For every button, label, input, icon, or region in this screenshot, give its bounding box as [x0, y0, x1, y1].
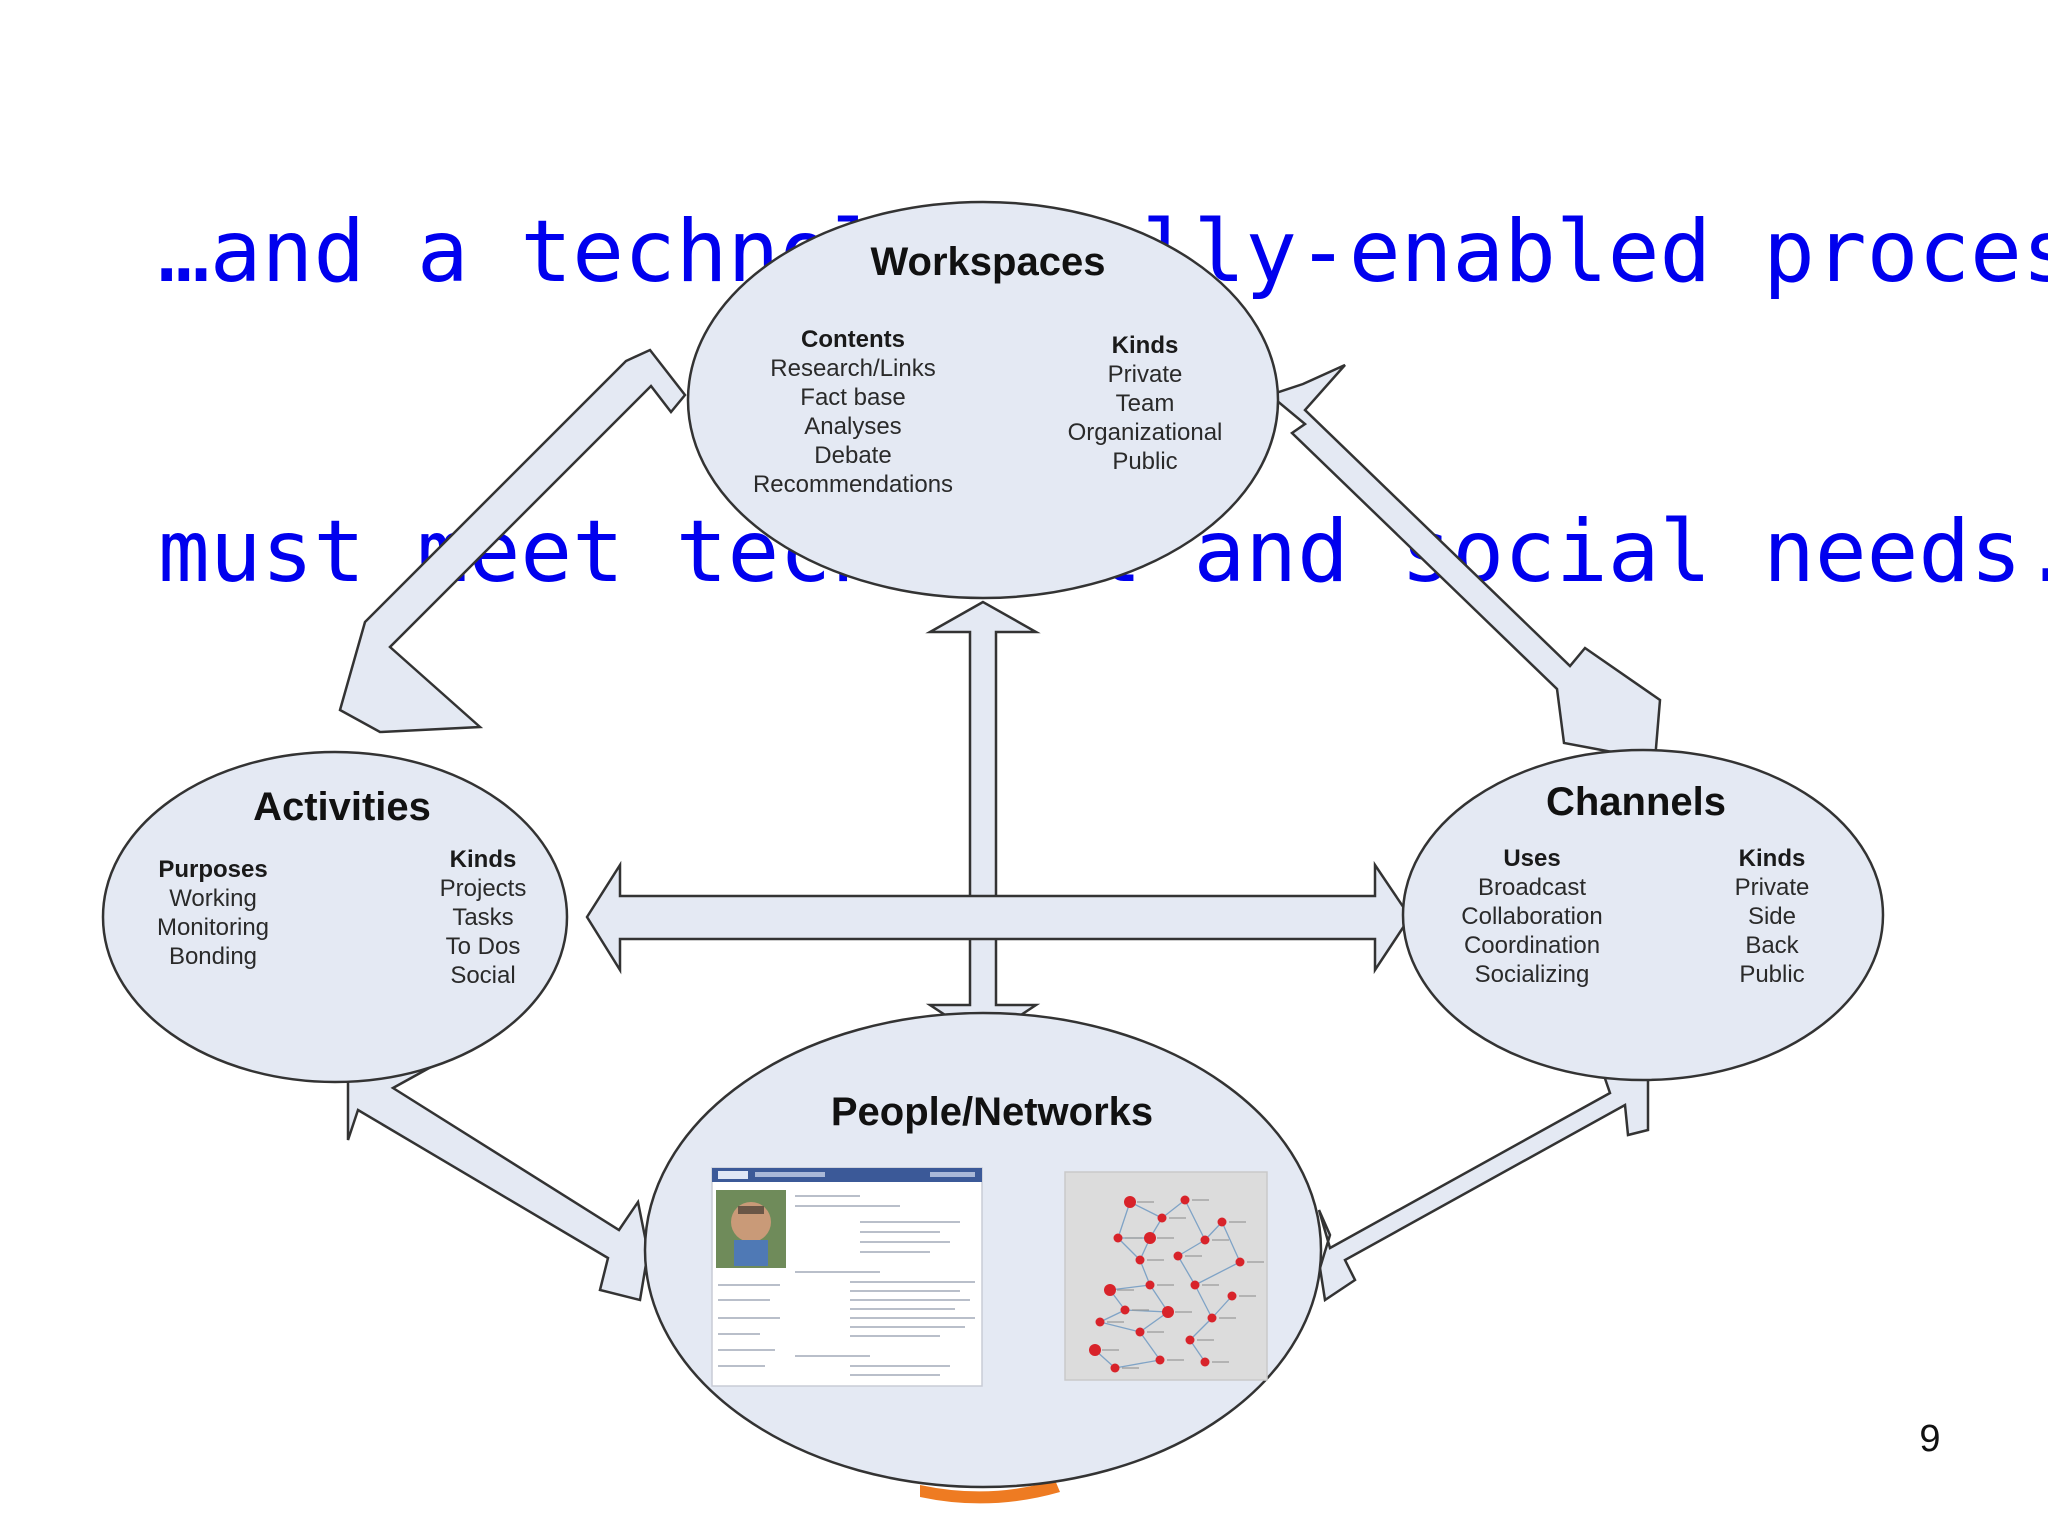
network-node	[1173, 1251, 1183, 1261]
channels-kinds-heading: Kinds	[1739, 845, 1806, 872]
workspaces-kind-item-2: Team	[1116, 390, 1175, 417]
activities-kinds-heading: Kinds	[450, 846, 517, 873]
activities-purpose-item-2: Monitoring	[157, 914, 269, 941]
network-graph-screenshot	[1064, 1171, 1268, 1381]
workspaces-content-item-5: Recommendations	[753, 471, 953, 498]
channels-use-item-3: Coordination	[1464, 932, 1600, 959]
arrow-workspaces-channels	[1267, 363, 1662, 762]
slide-number: 9	[1919, 1418, 1941, 1460]
network-node	[1217, 1217, 1227, 1227]
workspaces-title: Workspaces	[871, 240, 1106, 284]
network-node	[1124, 1196, 1136, 1208]
arrow-workspaces-people	[925, 600, 1041, 1042]
network-node	[1120, 1305, 1130, 1315]
activities-kind-item-4: Social	[450, 962, 515, 989]
channels-kind-item-4: Public	[1739, 961, 1804, 988]
social-profile-screenshot	[711, 1167, 983, 1387]
arrow-activities-channels	[585, 860, 1412, 975]
activities-kind-item-3: To Dos	[446, 933, 521, 960]
network-node	[1113, 1233, 1123, 1243]
network-node	[1162, 1306, 1174, 1318]
workspaces-content-item-2: Fact base	[800, 384, 905, 411]
network-node	[1200, 1235, 1210, 1245]
workspaces-content-item-4: Debate	[814, 442, 891, 469]
network-node	[1144, 1232, 1156, 1244]
network-node	[1190, 1280, 1200, 1290]
network-node	[1227, 1291, 1237, 1301]
channels-ellipse	[1401, 748, 1885, 1082]
arrow-activities-people	[346, 1048, 650, 1302]
channels-use-item-2: Collaboration	[1461, 903, 1602, 930]
network-node	[1185, 1335, 1195, 1345]
workspaces-ellipse	[686, 200, 1280, 600]
network-node	[1089, 1344, 1101, 1356]
network-node	[1235, 1257, 1245, 1267]
channels-use-item-1: Broadcast	[1478, 874, 1586, 901]
workspaces-content-item-1: Research/Links	[770, 355, 935, 382]
channels-uses-heading: Uses	[1503, 845, 1560, 872]
network-node	[1180, 1195, 1190, 1205]
activities-purpose-item-3: Bonding	[169, 943, 257, 970]
node-activities: Activities Purposes WorkingMonitoringBon…	[101, 750, 569, 1084]
network-node	[1155, 1355, 1165, 1365]
channels-kind-item-2: Side	[1748, 903, 1796, 930]
network-node	[1200, 1357, 1210, 1367]
orange-accent	[920, 1480, 1060, 1504]
node-channels: Channels Uses BroadcastCollaborationCoor…	[1401, 748, 1885, 1082]
workspaces-contents-heading: Contents	[801, 326, 905, 353]
workspaces-kind-item-3: Organizational	[1068, 419, 1223, 446]
profile-photo	[716, 1190, 786, 1268]
arrow-workspaces-activities	[338, 348, 687, 734]
activities-purposes-heading: Purposes	[158, 856, 267, 883]
workspaces-kinds-heading: Kinds	[1112, 332, 1179, 359]
network-node	[1135, 1327, 1145, 1337]
channels-kind-item-1: Private	[1735, 874, 1810, 901]
node-people-networks: People/Networks	[643, 1011, 1323, 1504]
network-node	[1135, 1255, 1145, 1265]
workspaces-kind-item-1: Private	[1108, 361, 1183, 388]
channels-kind-item-3: Back	[1745, 932, 1799, 959]
people-networks-title: People/Networks	[831, 1090, 1153, 1134]
network-node	[1157, 1213, 1167, 1223]
workspaces-kind-item-4: Public	[1112, 448, 1177, 475]
network-node	[1104, 1284, 1116, 1296]
network-node	[1110, 1363, 1120, 1373]
network-node	[1207, 1313, 1217, 1323]
activities-title: Activities	[253, 785, 431, 829]
network-node	[1095, 1317, 1105, 1327]
activities-ellipse	[101, 750, 569, 1084]
channels-title: Channels	[1546, 780, 1726, 824]
activities-kind-item-2: Tasks	[452, 904, 513, 931]
channels-use-item-4: Socializing	[1475, 961, 1590, 988]
network-node	[1145, 1280, 1155, 1290]
workspaces-content-item-3: Analyses	[804, 413, 901, 440]
arrow-channels-people	[1317, 1053, 1650, 1303]
activities-purpose-item-1: Working	[169, 885, 257, 912]
activities-kind-item-1: Projects	[440, 875, 527, 902]
